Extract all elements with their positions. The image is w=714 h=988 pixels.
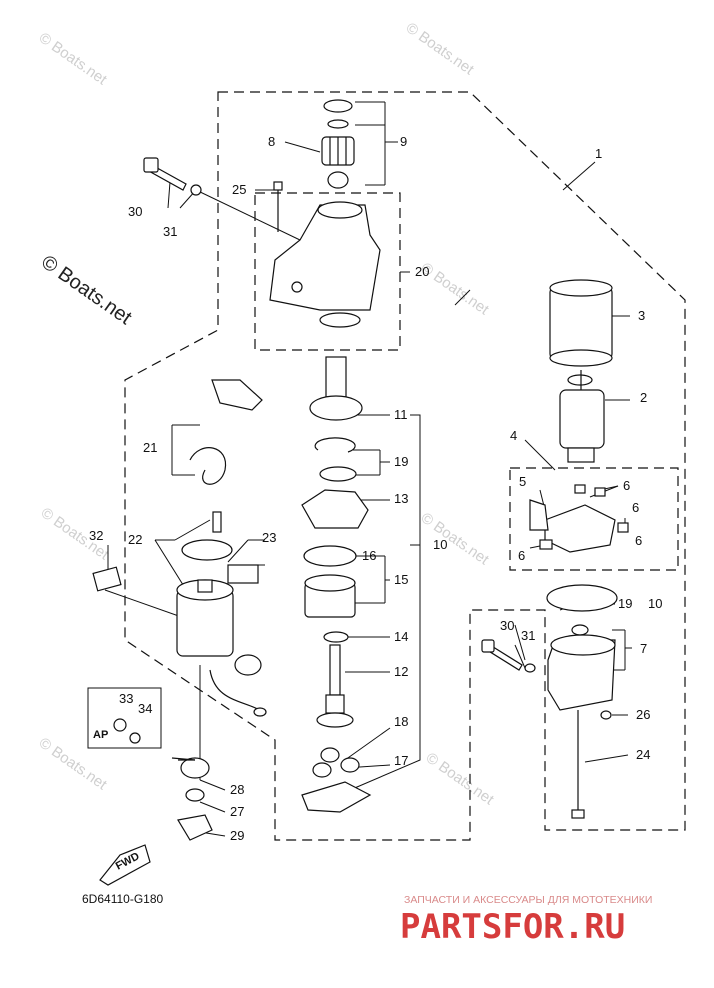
callout-label: 22 bbox=[128, 532, 142, 547]
callout-label: 9 bbox=[400, 134, 407, 149]
callout-label: 10 bbox=[648, 596, 662, 611]
callout-label: 30 bbox=[500, 618, 514, 633]
brand-subtitle: ЗАПЧАСТИ И АКСЕССУАРЫ ДЛЯ МОТОТЕХНИКИ bbox=[404, 894, 652, 906]
callout-label: 16 bbox=[362, 548, 376, 563]
callout-label: 12 bbox=[394, 664, 408, 679]
callout-label: 19 bbox=[394, 454, 408, 469]
callout-label: 17 bbox=[394, 753, 408, 768]
callout-label: 6 bbox=[518, 548, 525, 563]
callout-label: 15 bbox=[394, 572, 408, 587]
callout-labels: 1 2 3 4 5 6 6 6 6 7 8 9 10 10 11 12 13 1… bbox=[89, 134, 662, 843]
callout-label: 25 bbox=[232, 182, 246, 197]
callout-label: 10 bbox=[433, 537, 447, 552]
callout-label: 24 bbox=[636, 747, 650, 762]
callout-label: 6 bbox=[623, 478, 630, 493]
callout-label: 26 bbox=[636, 707, 650, 722]
callout-label: 32 bbox=[89, 528, 103, 543]
callout-label: 4 bbox=[510, 428, 517, 443]
callout-label: 18 bbox=[394, 714, 408, 729]
callout-label: 31 bbox=[163, 224, 177, 239]
callout-label: 28 bbox=[230, 782, 244, 797]
ap-label: AP bbox=[93, 729, 108, 741]
assembly-outline bbox=[124, 91, 686, 841]
ap-box bbox=[87, 687, 162, 749]
callout-label: 6 bbox=[632, 500, 639, 515]
callout-label: 7 bbox=[640, 641, 647, 656]
callout-label: 34 bbox=[138, 701, 152, 716]
callout-label: 27 bbox=[230, 804, 244, 819]
fwd-arrow-icon: FWD bbox=[99, 844, 151, 886]
part-drawings bbox=[92, 99, 629, 841]
watermark-text: © Boats.net bbox=[403, 19, 478, 78]
callout-label: 29 bbox=[230, 828, 244, 843]
callout-label: 23 bbox=[262, 530, 276, 545]
leader-lines bbox=[104, 101, 632, 837]
watermarks: © Boats.net © Boats.net © Boats.net © Bo… bbox=[36, 19, 498, 808]
callout-label: 14 bbox=[394, 629, 408, 644]
callout-label: 5 bbox=[519, 474, 526, 489]
callout-label: 13 bbox=[394, 491, 408, 506]
callout-label: 31 bbox=[521, 628, 535, 643]
callout-label: 3 bbox=[638, 308, 645, 323]
callout-label: 11 bbox=[394, 407, 408, 422]
callout-label: 19 bbox=[618, 596, 632, 611]
callout-label: 6 bbox=[635, 533, 642, 548]
callout-label: 8 bbox=[268, 134, 275, 149]
callout-label: 33 bbox=[119, 691, 133, 706]
copyright-text: © Boats.net bbox=[37, 251, 136, 329]
callout-label: 1 bbox=[595, 146, 602, 161]
callout-label: 20 bbox=[415, 264, 429, 279]
callout-label: 2 bbox=[640, 390, 647, 405]
diagram-reference: 6D64110-G180 bbox=[82, 892, 163, 906]
watermark-text: © Boats.net bbox=[36, 734, 111, 793]
watermark-text: © Boats.net bbox=[36, 29, 111, 88]
callout-label: 30 bbox=[128, 204, 142, 219]
callout-label: 21 bbox=[143, 440, 157, 455]
watermark-text: © Boats.net bbox=[423, 749, 498, 808]
watermark-text: © Boats.net bbox=[418, 509, 493, 568]
brand-logo: PARTSFOR.RU bbox=[400, 907, 625, 947]
